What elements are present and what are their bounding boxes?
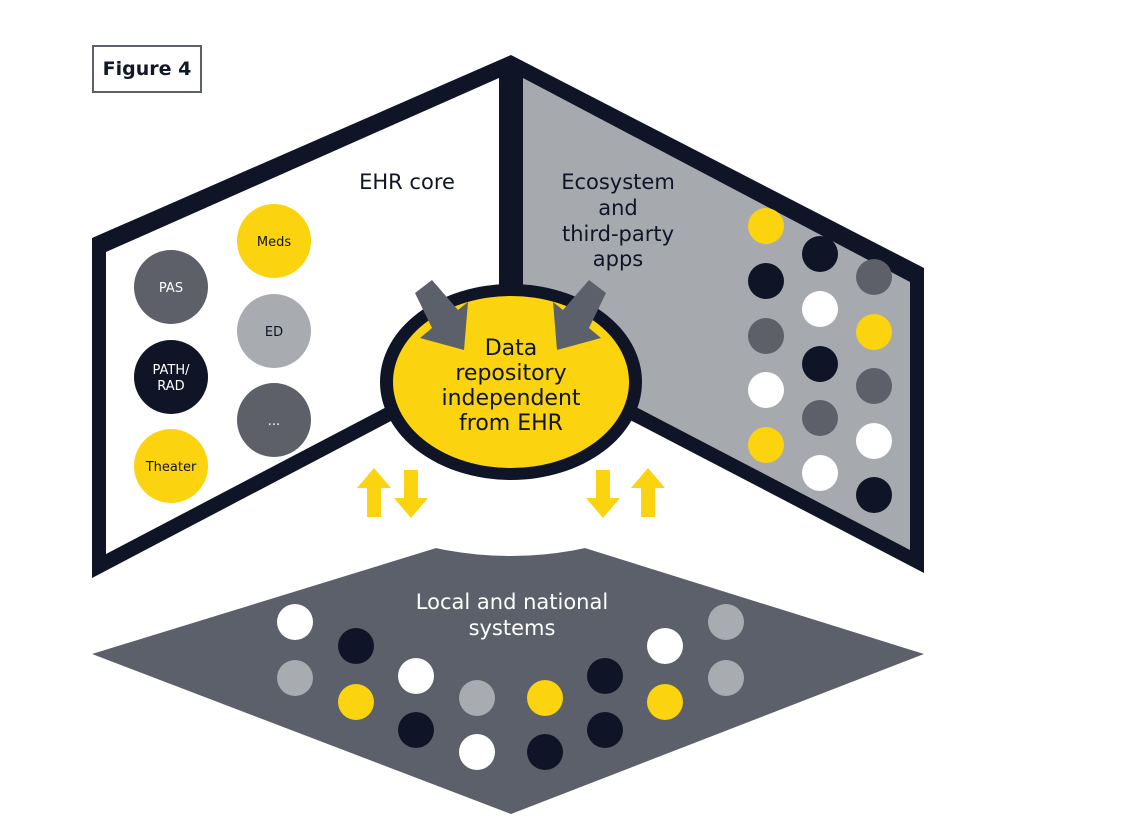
ehr-node-circle (134, 250, 208, 324)
inbound-arrow-right-icon (553, 280, 606, 350)
local-system-dot (647, 684, 683, 720)
local-systems-title-line: Local and national (416, 590, 608, 614)
ecosystem-dot (802, 291, 838, 327)
ehr-node: ... (237, 383, 311, 457)
ecosystem-dot (856, 314, 892, 350)
ecosystem-dot (802, 455, 838, 491)
ehr-node-circle (134, 340, 208, 414)
ecosystem-dot (856, 477, 892, 513)
local-system-dot (459, 734, 495, 770)
ehr-core-nodes: PAS PATH/RAD Theater MedsED... (134, 204, 311, 503)
down-arrow-icon (394, 470, 428, 518)
local-system-dot (338, 684, 374, 720)
ehr-node-label: PATH/ (153, 363, 191, 378)
inbound-arrow-left-icon (415, 280, 468, 350)
local-systems-title-line: systems (469, 616, 556, 640)
local-system-dot (277, 604, 313, 640)
ehr-node: PAS (134, 250, 208, 324)
ehr-node-circle (237, 383, 311, 457)
local-system-dot (398, 712, 434, 748)
ecosystem-dot (748, 318, 784, 354)
ehr-node-label: RAD (157, 379, 184, 394)
local-systems-dots (277, 604, 744, 770)
ecosystem-title-line: third-party (562, 222, 674, 246)
ehr-node-circle (237, 204, 311, 278)
ecosystem-title-line: apps (593, 247, 643, 271)
local-system-dot (338, 628, 374, 664)
ecosystem-dot (856, 423, 892, 459)
up-arrow-icon (631, 468, 665, 517)
ecosystem-dot (748, 263, 784, 299)
ecosystem-dot (802, 346, 838, 382)
ehr-core-title: EHR core (359, 170, 455, 194)
ehr-node: Theater (134, 429, 208, 503)
repository-label-line: independent (441, 386, 580, 411)
ehr-node-label: Theater (145, 460, 197, 475)
ecosystem-dot (748, 372, 784, 408)
ecosystem-dot (856, 259, 892, 295)
repository-label-line: repository (455, 361, 566, 386)
ecosystem-dots (748, 208, 892, 513)
ehr-node-label: ED (265, 325, 283, 340)
ecosystem-dot (802, 400, 838, 436)
ehr-node: Meds (237, 204, 311, 278)
local-system-dot (459, 680, 495, 716)
ehr-node: PATH/RAD (134, 340, 208, 414)
repository-label-line: from EHR (459, 411, 563, 436)
down-arrow-icon (586, 470, 620, 518)
ecosystem-dot (856, 368, 892, 404)
ecosystem-dot (748, 427, 784, 463)
ecosystem-dot (748, 208, 784, 244)
ehr-node-label: Meds (257, 235, 291, 250)
ehr-node-label: PAS (159, 281, 183, 296)
ecosystem-dot (802, 236, 838, 272)
local-system-dot (398, 658, 434, 694)
ehr-node-label: ... (268, 414, 280, 429)
up-arrow-icon (357, 468, 391, 517)
local-system-dot (708, 660, 744, 696)
local-systems-floor (92, 525, 924, 814)
ehr-node: ED (237, 294, 311, 368)
local-system-dot (277, 660, 313, 696)
local-system-dot (708, 604, 744, 640)
figure-label: Figure 4 (92, 45, 202, 93)
ecosystem-title-line: Ecosystem (561, 170, 675, 194)
local-system-dot (527, 680, 563, 716)
local-system-dot (647, 628, 683, 664)
local-system-dot (587, 658, 623, 694)
floor-arc (380, 500, 640, 556)
local-system-dot (527, 734, 563, 770)
ecosystem-title-line: and (598, 196, 638, 220)
repository-label-line: Data (485, 336, 538, 361)
ehr-node-circle (237, 294, 311, 368)
local-system-dot (587, 712, 623, 748)
ehr-node-circle (134, 429, 208, 503)
